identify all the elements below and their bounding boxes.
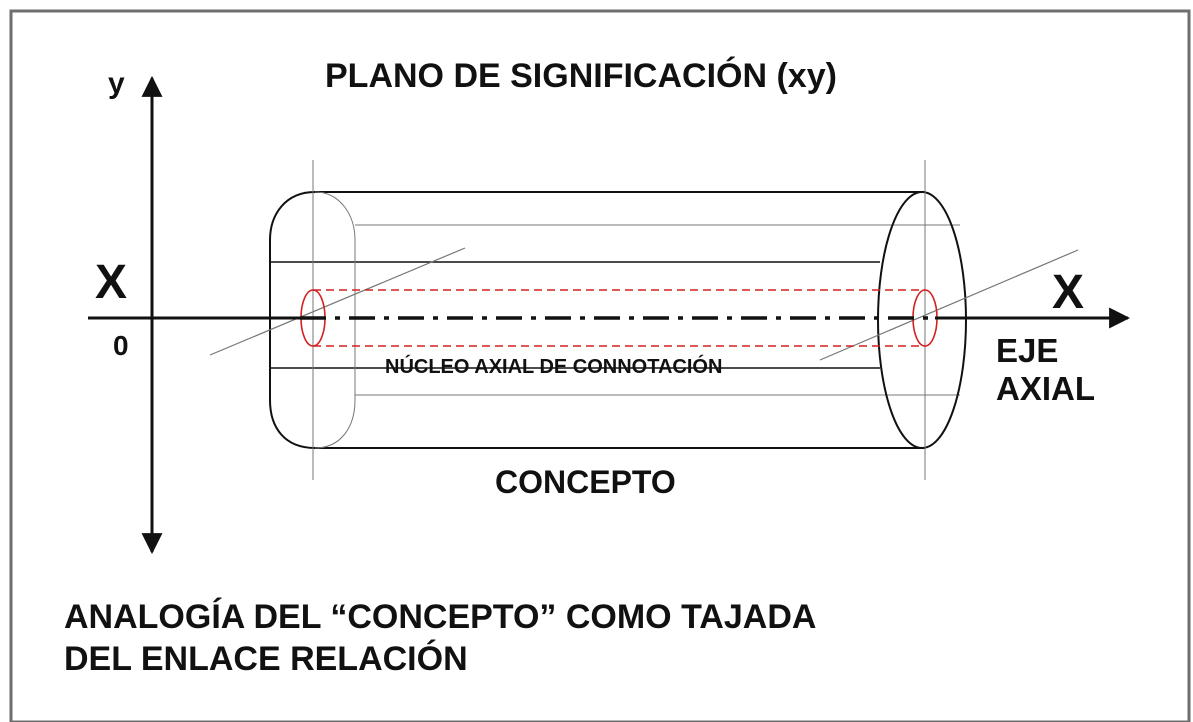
y-axis-label: y	[108, 67, 125, 100]
outer-border	[9, 9, 1191, 722]
cylinder-right-cap	[877, 191, 967, 449]
axis-name-line2: AXIAL	[996, 370, 1095, 407]
axis-name-line1: EJE	[996, 332, 1058, 369]
plane-diagonal-right	[819, 249, 1079, 361]
x-axis-label-left: X	[95, 256, 127, 309]
origin-label: 0	[113, 330, 129, 361]
plane-diagonal-left	[209, 247, 466, 356]
diagram-title: PLANO DE SIGNIFICACIÓN (xy)	[325, 57, 837, 95]
core-label: NÚCLEO AXIAL DE CONNOTACIÓN	[385, 354, 722, 378]
caption-line-2: DEL ENLACE RELACIÓN	[64, 640, 468, 678]
cylinder-left-cap-inner	[314, 191, 356, 449]
cylinder-left-cap	[269, 191, 316, 449]
concept-cylinder	[269, 160, 967, 480]
caption-line-1: ANALOGÍA DEL “CONCEPTO” COMO TAJADA	[64, 598, 816, 636]
x-axis-label-right: X	[1052, 266, 1084, 319]
cylinder-label: CONCEPTO	[495, 464, 676, 500]
